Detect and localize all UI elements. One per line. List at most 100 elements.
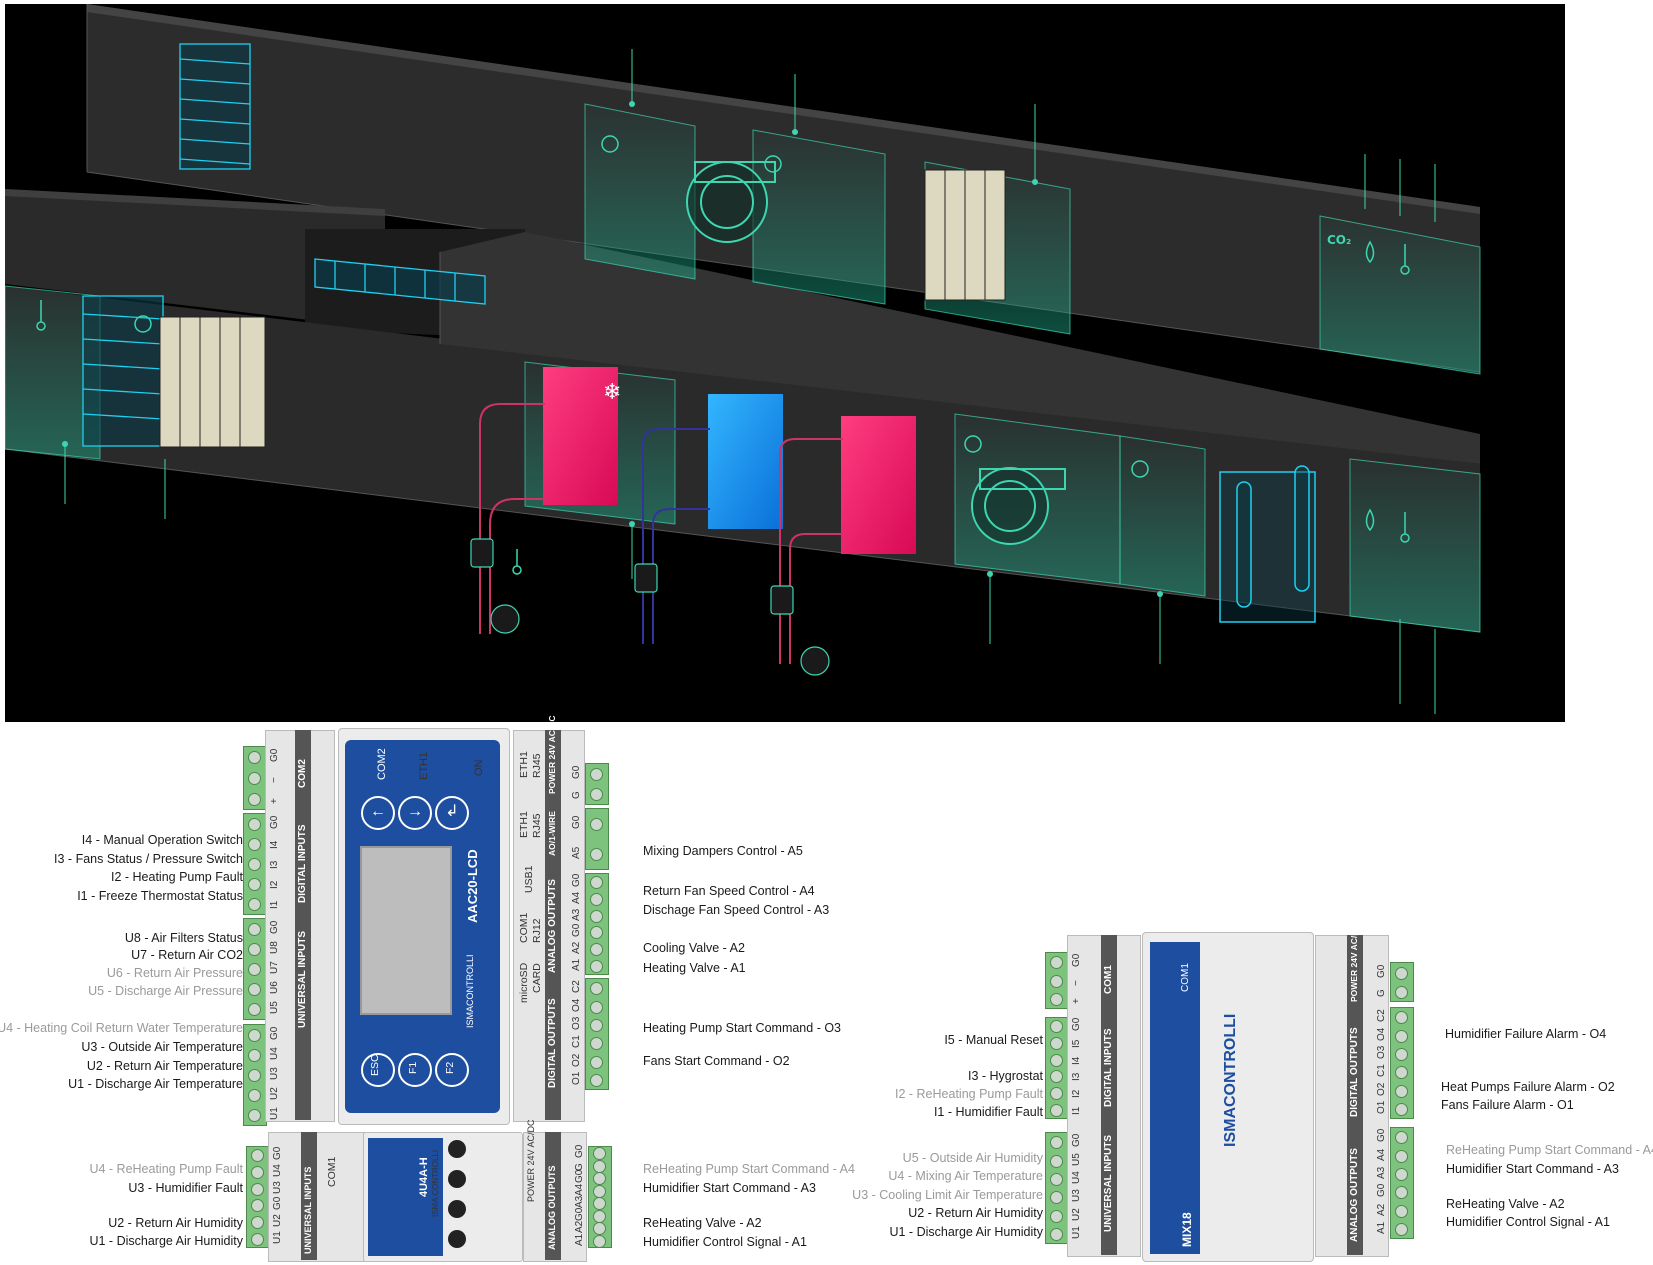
4u4a-right-stripe (545, 1132, 561, 1260)
sensor-dots (62, 101, 1163, 597)
label-mix18-u2: U2 - Return Air Humidity (908, 1206, 1043, 1220)
label-mix18-o4: Humidifier Failure Alarm - O4 (1445, 1027, 1607, 1041)
right-arrow-button[interactable]: → (398, 796, 432, 830)
aac20-lcd-controller: COM2 DIGITAL INPUTS UNIVERSAL INPUTS COM… (243, 715, 613, 1126)
terminal-label: U1 (272, 1230, 283, 1244)
4u4a-knob-a2[interactable] (448, 1200, 466, 1218)
label-mix18-i5: I5 - Manual Reset (944, 1033, 1043, 1047)
label-a2: Cooling Valve - A2 (643, 941, 745, 955)
terminal-label: O1 (1376, 1100, 1387, 1114)
terminal-label: A2 (1376, 1203, 1387, 1216)
terminal-screw (248, 858, 261, 871)
terminal-screw (1395, 1131, 1408, 1145)
digital-inputs-side-label: DIGITAL INPUTS (297, 824, 308, 903)
terminal-screw (1050, 1227, 1063, 1241)
terminal-label: U2 (1071, 1207, 1082, 1221)
hvac-scene: ❄ (5, 4, 1565, 722)
thermometer-icon (36, 244, 1410, 575)
f2-button[interactable] (435, 1053, 469, 1087)
label-i3: I3 - Fans Status / Pressure Switch (54, 852, 243, 866)
4u4a-knob-a1[interactable] (448, 1230, 466, 1248)
terminal-label: C2 (571, 980, 582, 994)
label-mix18-u1: U1 - Discharge Air Humidity (889, 1225, 1043, 1239)
terminal-screw (590, 926, 603, 940)
terminal-label: G0 (1376, 1183, 1387, 1198)
terminal-label: U2 (272, 1214, 283, 1227)
terminal-screw (248, 792, 261, 806)
label-mix18-a1: Humidifier Control Signal - A1 (1446, 1215, 1610, 1229)
terminal-label: G0 (1376, 964, 1387, 978)
terminal-screw (593, 1209, 606, 1223)
terminal-label: G0 (571, 873, 582, 888)
terminal-screw (1395, 966, 1408, 980)
terminal-label: U5 (1071, 1152, 1082, 1166)
f1-button[interactable] (398, 1053, 432, 1087)
4u4a-model-label: 4U4A-H (418, 1157, 430, 1197)
terminal-screw (1050, 974, 1063, 988)
label-o2: Fans Start Command - O2 (643, 1054, 790, 1068)
terminal-label: + (1071, 997, 1082, 1004)
terminal-label: U3 (272, 1180, 283, 1194)
terminal-screw (590, 768, 603, 781)
4u4a-knob-a4[interactable] (448, 1140, 466, 1158)
terminal-label: U7 (269, 961, 280, 974)
terminal-screw (1395, 1167, 1408, 1181)
port-microsd: microSD (518, 962, 530, 1003)
terminal-screw (248, 1109, 261, 1122)
left-arrow-button[interactable]: ← (361, 796, 395, 830)
mix18-terminal-ao (1390, 1127, 1414, 1239)
heating-coil-icon (543, 367, 916, 554)
hvac-drawing: ❄ (5, 4, 1481, 714)
terminal-screw (248, 963, 261, 976)
terminal-label: O1 (571, 1071, 582, 1085)
terminal-screw (1050, 956, 1063, 970)
esc-label: ESC (369, 1054, 381, 1076)
snowflake-icon: ❄ (603, 380, 621, 405)
humidifier-icon (1219, 465, 1316, 623)
terminal-screw (248, 983, 261, 996)
terminal-label: A5 (571, 846, 582, 859)
port-usb1: USB1 (523, 865, 535, 893)
digital-outputs-side-label: DIGITAL OUTPUTS (547, 998, 558, 1088)
label-4u4a-u3: U3 - Humidifier Fault (128, 1181, 243, 1195)
terminal-screw (1050, 1209, 1063, 1223)
pressure-sensor-icon (134, 135, 1149, 478)
esc-button[interactable] (361, 1053, 395, 1087)
aac20-brand-label: ISMACONTROLLI (465, 954, 475, 1028)
4u4a-knob-a3[interactable] (448, 1170, 466, 1188)
terminal-label: U4 (1071, 1171, 1082, 1184)
terminal-label: I1 (1071, 1106, 1082, 1115)
terminal-label: I5 (1071, 1039, 1082, 1048)
terminal-label: I2 (269, 880, 280, 889)
enter-button[interactable]: ↲ (435, 796, 469, 830)
4u4a-terminal-left (246, 1146, 270, 1248)
terminal-label: C2 (1376, 1009, 1387, 1023)
terminal-label: G (1376, 988, 1387, 997)
lcd-screen (360, 846, 452, 1015)
terminal-screw (251, 1232, 264, 1246)
terminal-label: G0 (574, 1169, 585, 1184)
aac20-right-stripe (545, 730, 561, 1120)
terminal-label: O4 (571, 998, 582, 1012)
aac20-model-label: AAC20-LCD (465, 849, 480, 923)
label-4u4a-u1: U1 - Discharge Air Humidity (89, 1234, 243, 1248)
4u4a-ui-side-label: UNIVERSAL INPUTS (303, 1166, 313, 1254)
fan-icon (686, 161, 1066, 545)
mix18-model-label: MIX18 (1180, 1212, 1194, 1247)
terminal-screw (1050, 1020, 1063, 1034)
label-mix18-o1: Fans Failure Alarm - O1 (1441, 1098, 1574, 1112)
terminal-label: G0 (571, 923, 582, 938)
terminal-label: U4 (269, 1047, 280, 1060)
terminal-label: G0 (272, 1196, 283, 1211)
terminal-label: A2 (571, 941, 582, 954)
label-mix18-u5: U5 - Outside Air Humidity (902, 1151, 1043, 1165)
label-a5: Mixing Dampers Control - A5 (643, 844, 803, 858)
label-mix18-i3: I3 - Hygrostat (967, 1069, 1043, 1083)
terminal-label: I3 (269, 860, 280, 869)
terminal-screw (248, 923, 261, 936)
mix18-blue-panel (1150, 942, 1200, 1254)
terminal-label: G0 (1376, 1128, 1387, 1143)
terminal-screw (1050, 992, 1063, 1006)
terminal-screw (590, 909, 603, 923)
f1-label: F1 (407, 1061, 419, 1074)
